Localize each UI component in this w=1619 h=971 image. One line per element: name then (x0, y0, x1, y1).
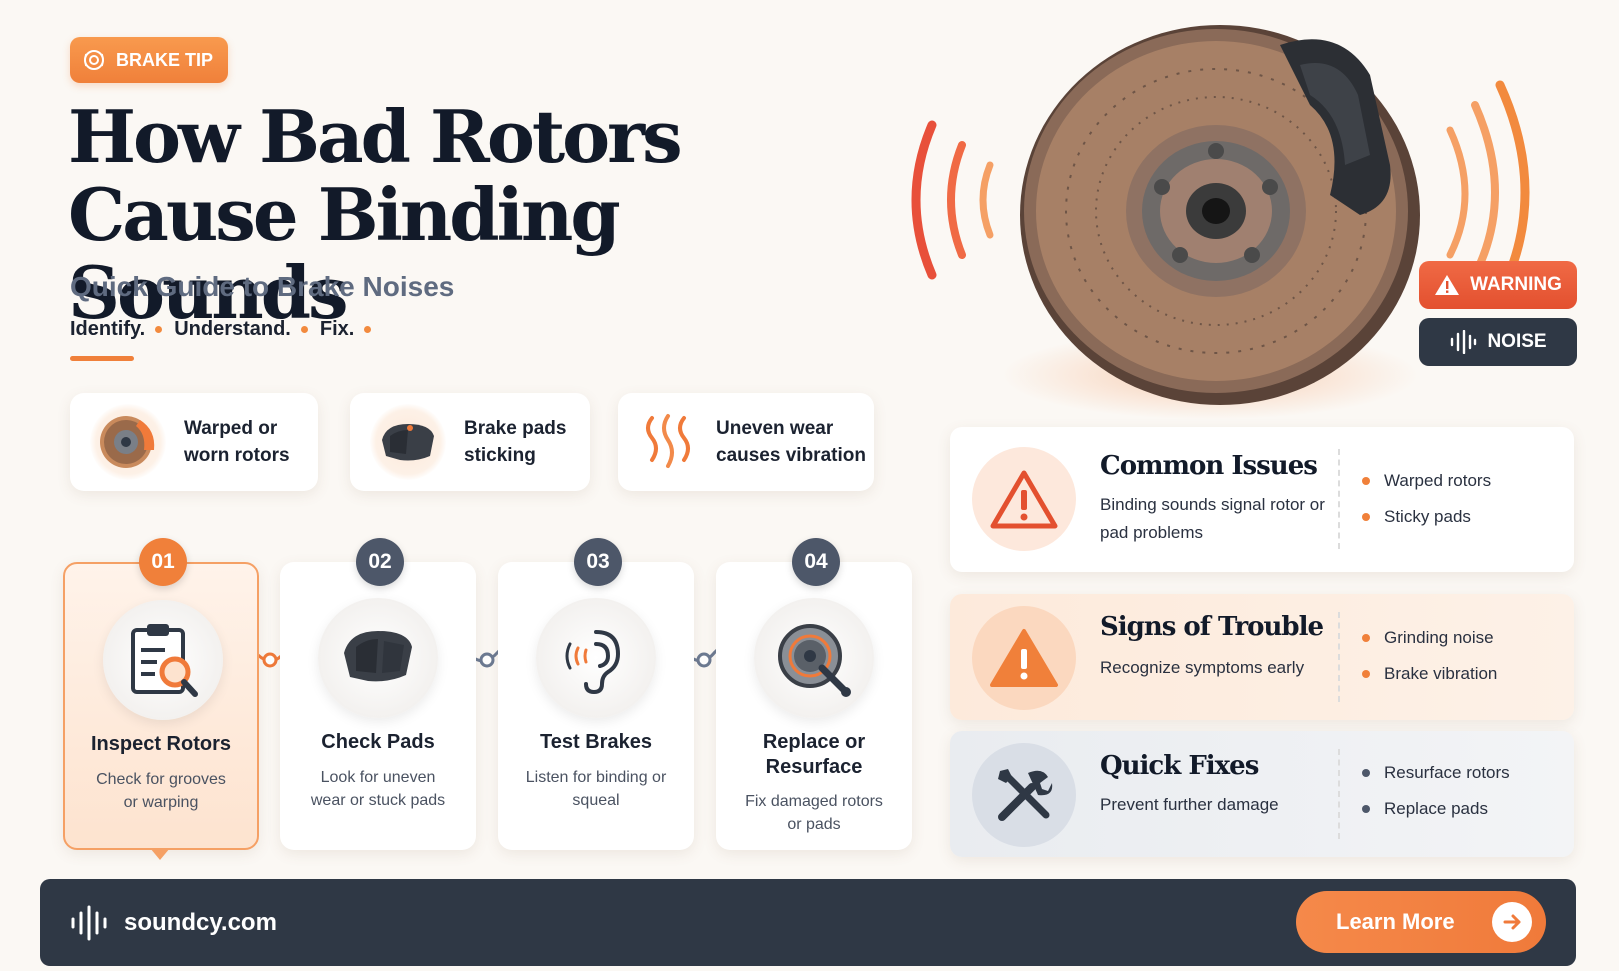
noise-label: NOISE (1487, 331, 1547, 352)
list-item: Grinding noise (1362, 620, 1497, 656)
warning-icon (1435, 275, 1460, 295)
panel-list: Grinding noise Brake vibration (1362, 620, 1497, 692)
step-number-3: 03 (574, 538, 622, 586)
tagline-underline (70, 356, 134, 361)
site-link[interactable]: soundcy.com (124, 908, 277, 936)
tagline-dot (155, 326, 163, 333)
title-line-1: How Bad Rotors (68, 94, 683, 179)
rotor-icon (90, 404, 166, 480)
step-card-1[interactable]: Inspect Rotors Check for grooves or warp… (63, 562, 259, 850)
warning-pill: WARNING (1419, 261, 1577, 309)
step-number-4: 04 (792, 538, 840, 586)
list-item-text: Resurface rotors (1384, 763, 1510, 782)
list-item-text: Warped rotors (1384, 471, 1492, 490)
panel-divider (1338, 612, 1340, 702)
step-number-2: 02 (356, 538, 404, 586)
feature-text: Warped or worn rotors (184, 418, 290, 466)
feature-text: Uneven wear causes vibration (716, 418, 866, 466)
warning-label: WARNING (1470, 274, 1562, 295)
title-line-2: Cause Binding Sounds (68, 172, 621, 335)
step-desc: Look for uneven wear or stuck pads (310, 769, 446, 809)
panel-divider (1338, 449, 1340, 549)
brake-tip-badge: BRAKE TIP (70, 37, 228, 83)
feature-card-pads: Brake pads sticking (350, 393, 590, 491)
heat-waves-icon (638, 404, 698, 480)
step-card-4[interactable]: Replace or Resurface Fix damaged rotors … (716, 562, 912, 850)
panel-desc: Recognize symptoms early (1100, 658, 1305, 677)
list-item: Sticky pads (1362, 499, 1491, 535)
brake-pad-icon (370, 404, 446, 480)
list-item: Resurface rotors (1362, 755, 1510, 791)
panel-desc: Binding sounds signal rotor or pad probl… (1100, 495, 1325, 542)
panel-divider (1338, 749, 1340, 839)
list-item-text: Brake vibration (1384, 664, 1498, 683)
list-item-text: Sticky pads (1384, 507, 1471, 526)
list-item-text: Grinding noise (1384, 628, 1494, 647)
feature-card-rotors: Warped or worn rotors (70, 393, 318, 491)
tagline-dot (300, 326, 308, 333)
sound-wave-left (911, 120, 937, 280)
arrow-right-icon (1492, 902, 1532, 942)
footer-bar: soundcy.com Learn More (40, 879, 1576, 966)
step-desc: Fix damaged rotors or pads (745, 793, 883, 833)
tagline: Identify. Understand. Fix. (70, 318, 377, 341)
warning-outline-icon (972, 447, 1076, 551)
step-title: Inspect Rotors (90, 733, 232, 755)
panel-common-issues: Common Issues Binding sounds signal roto… (950, 427, 1574, 572)
list-item: Brake vibration (1362, 656, 1497, 692)
sound-wave-right (1471, 101, 1499, 279)
panel-title: Quick Fixes (1100, 751, 1259, 781)
list-item: Replace pads (1362, 791, 1510, 827)
tagline-fix: Fix. (319, 318, 355, 340)
rotor-wrench-icon (754, 598, 874, 718)
panel-list: Resurface rotors Replace pads (1362, 755, 1510, 827)
sound-wave-icon (1451, 330, 1477, 354)
list-item-text: Replace pads (1384, 799, 1488, 818)
panel-list: Warped rotors Sticky pads (1362, 463, 1491, 535)
tagline-understand: Understand. (174, 318, 291, 340)
step-title: Replace or Resurface (762, 731, 866, 778)
panel-title: Common Issues (1100, 451, 1318, 481)
step-title: Test Brakes (540, 731, 652, 753)
panel-title: Signs of Trouble (1100, 612, 1324, 642)
badge-label: BRAKE TIP (116, 49, 214, 70)
active-step-pointer (150, 848, 170, 860)
tools-icon (972, 743, 1076, 847)
subtitle: Quick Guide to Brake Noises (70, 271, 455, 302)
step-card-3[interactable]: Test Brakes Listen for binding or squeal (498, 562, 694, 850)
page-title: How Bad Rotors Cause Binding Sounds (68, 98, 868, 332)
step-card-2[interactable]: Check Pads Look for uneven wear or stuck… (280, 562, 476, 850)
step-desc: Check for grooves or warping (96, 771, 226, 811)
feature-text: Brake pads sticking (464, 418, 567, 466)
panel-desc: Prevent further damage (1100, 795, 1279, 814)
panel-signs-of-trouble: Signs of Trouble Recognize symptoms earl… (950, 594, 1574, 720)
feature-card-wear: Uneven wear causes vibration (618, 393, 874, 491)
learn-more-label: Learn More (1336, 909, 1455, 934)
noise-pill: NOISE (1419, 318, 1577, 366)
ear-sound-icon (536, 598, 656, 718)
step-title: Check Pads (321, 731, 435, 753)
sound-wave-icon (71, 905, 107, 940)
step-number-1: 01 (139, 538, 187, 586)
list-item: Warped rotors (1362, 463, 1491, 499)
warning-filled-icon (972, 606, 1076, 710)
brake-pad-icon (318, 598, 438, 718)
brake-rotor-illustration (911, 25, 1530, 405)
panel-quick-fixes: Quick Fixes Prevent further damage Resur… (950, 731, 1574, 857)
tagline-dot (364, 326, 372, 333)
tagline-identify: Identify. (70, 318, 146, 340)
learn-more-button[interactable]: Learn More (1296, 891, 1546, 953)
step-desc: Listen for binding or squeal (525, 769, 667, 809)
brake-disc-icon (84, 50, 104, 70)
clipboard-search-icon (103, 600, 223, 720)
